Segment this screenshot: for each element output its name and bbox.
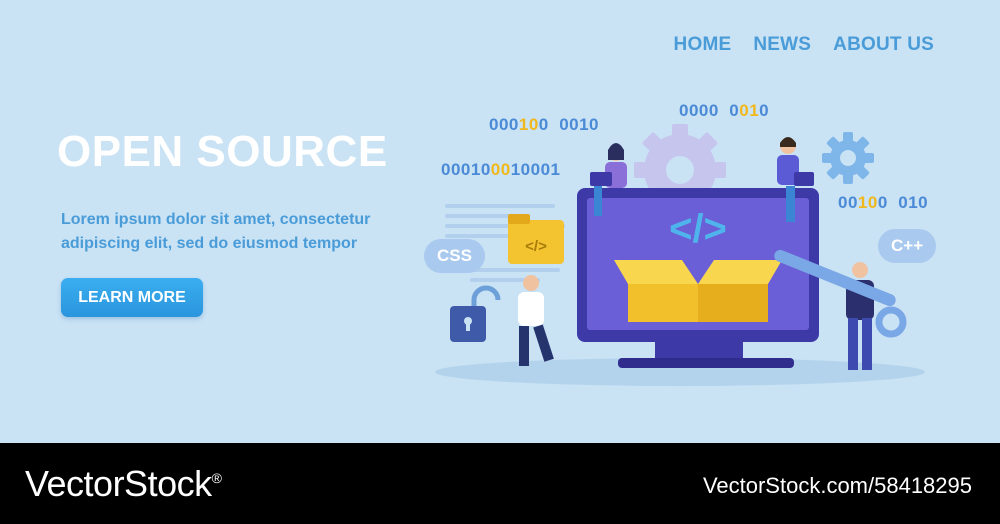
open-box-icon <box>614 260 782 322</box>
hero-description: Lorem ipsum dolor sit amet, consectetur … <box>61 211 371 252</box>
person-with-folder: </> <box>508 214 564 366</box>
folder-icon <box>508 220 564 264</box>
svg-text:</>: </> <box>525 238 547 255</box>
person-with-wrench <box>774 249 907 370</box>
nav-home[interactable]: HOME <box>673 34 732 55</box>
watermark-footer: VectorStock® VectorStock.com/58418295 <box>0 443 1000 524</box>
page-title: OPEN SOURCE <box>57 127 388 176</box>
person-with-laptop-left <box>590 143 627 216</box>
person-with-laptop-right <box>777 137 814 222</box>
binary-text-3: 0000 0010 <box>679 101 770 120</box>
stock-id: VectorStock.com/58418295 <box>702 473 972 498</box>
small-gear-icon <box>822 132 874 184</box>
css-tag: CSS <box>424 239 485 273</box>
hero-banner: HOME NEWS ABOUT US OPEN SOURCE Lorem ips… <box>57 34 937 386</box>
vectorstock-logo: VectorStock® <box>25 463 222 504</box>
binary-text-4: 00100 010 <box>838 193 929 212</box>
wrench-icon <box>774 249 896 307</box>
binary-text-2: 000100010001 <box>441 160 561 179</box>
padlock-icon <box>450 285 501 342</box>
open-source-illustration: </> </> <box>435 124 925 386</box>
learn-more-button[interactable]: LEARN MORE <box>61 278 203 317</box>
cpp-tag: C++ <box>878 229 937 263</box>
binary-text-1: 000100 0010 <box>489 115 600 134</box>
floor-shadow <box>435 358 925 386</box>
nav-news[interactable]: NEWS <box>753 34 812 55</box>
top-nav: HOME NEWS ABOUT US <box>674 34 934 56</box>
nav-about-us[interactable]: ABOUT US <box>833 34 934 55</box>
code-symbol-icon: </> <box>669 207 727 251</box>
